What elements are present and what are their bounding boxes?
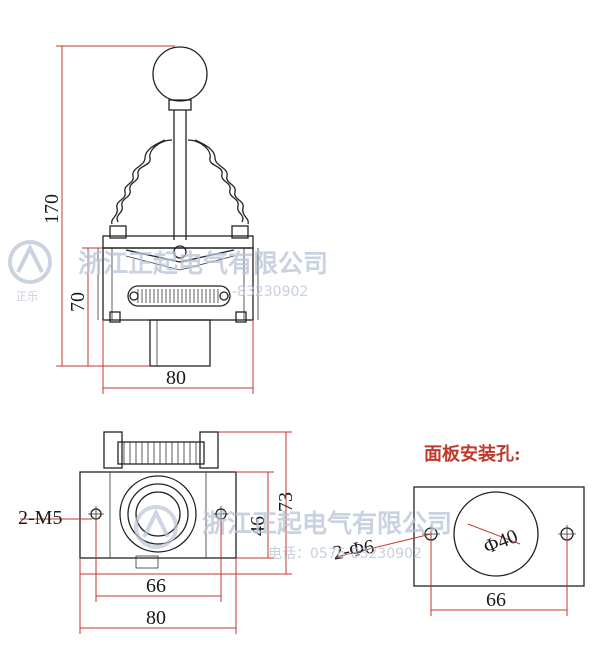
dim-66-bottom: 66: [146, 575, 166, 597]
dim-170: 170: [41, 194, 63, 224]
gear-teeth: [137, 289, 219, 303]
panel-title: 面板安装孔:: [424, 443, 521, 465]
knob-collar: [168, 99, 192, 111]
panel-center-hole: [453, 491, 539, 577]
dim-2-m5: 2-M5: [18, 507, 62, 529]
dim-70: 70: [67, 292, 89, 312]
company-watermark-bottom: 浙江正起电气有限公司: [202, 509, 452, 538]
logo-mark: [8, 240, 52, 284]
phone-watermark-top: -83230902: [232, 284, 308, 300]
front-elevation: [97, 46, 259, 367]
bottom-cylinder: [149, 319, 211, 367]
outer-ring: [119, 475, 197, 553]
dim-73: 73: [275, 492, 297, 512]
bellows-right: [187, 139, 244, 223]
dim-66-panel: 66: [486, 589, 506, 611]
inner-ring: [135, 491, 181, 537]
phone-watermark-bottom: 电话：0576-83230902: [268, 546, 422, 562]
company-watermark-top: 浙江正起电气有限公司: [78, 249, 328, 278]
watermark-bottom: 浙江正起电气有限公司 电话：0576-83230902: [134, 505, 452, 562]
bellows-left: [116, 139, 173, 223]
logo-mark: [134, 505, 178, 549]
plan-view: [79, 431, 237, 569]
dim-80-top: 80: [166, 367, 186, 389]
panel-outline: [413, 486, 585, 587]
logo-text: 正乐: [16, 290, 38, 303]
dim-80-bottom: 80: [146, 607, 166, 629]
plan-dimensions: 2-M5 46 73 66 80: [18, 431, 297, 634]
gear-segment: [127, 285, 231, 307]
dim-46: 46: [247, 516, 269, 536]
dim-phi40: Φ40: [481, 525, 521, 558]
knob: [152, 46, 208, 102]
watermark-top: 正乐 浙江正起电气有限公司 -83230902: [8, 240, 328, 303]
front-dimensions: 170 70 80: [41, 45, 254, 394]
